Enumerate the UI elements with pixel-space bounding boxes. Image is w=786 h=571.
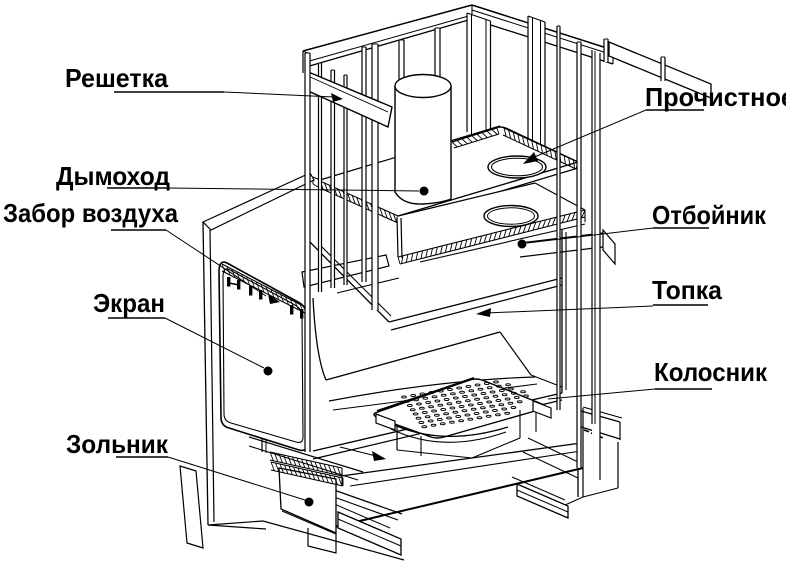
svg-text:Отбойник: Отбойник — [652, 200, 767, 230]
svg-text:Решетка: Решетка — [65, 63, 169, 93]
svg-text:Экран: Экран — [93, 288, 165, 318]
svg-text:Колосник: Колосник — [654, 357, 768, 387]
svg-text:Зольник: Зольник — [66, 429, 169, 459]
svg-text:Прочистное: Прочистное — [645, 82, 786, 112]
svg-text:Топка: Топка — [652, 275, 723, 305]
svg-text:Дымоход: Дымоход — [56, 161, 170, 191]
svg-text:Забор воздуха: Забор воздуха — [3, 198, 178, 228]
